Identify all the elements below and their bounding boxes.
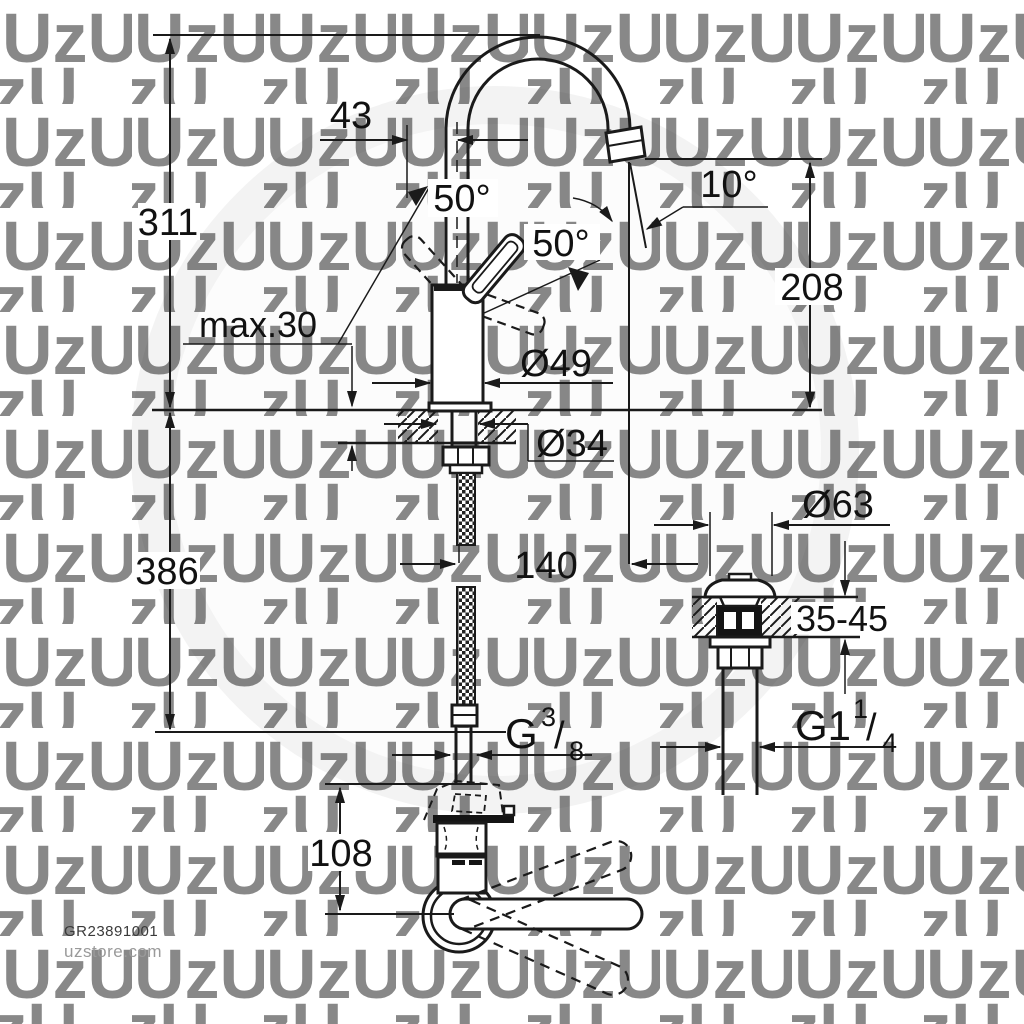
handle-solid-outline — [461, 233, 526, 305]
handle-solid-inner — [471, 240, 519, 294]
mounting-and-hose — [441, 411, 491, 783]
g114-slash: / — [866, 707, 877, 749]
aerator-seam — [607, 139, 644, 147]
dim-front-body-height: 108 — [308, 783, 486, 915]
label-bg — [791, 602, 893, 634]
dim-label-3545: 35-45 — [796, 598, 888, 639]
supply-hose-upper — [456, 472, 476, 546]
front-body-dashed-contour — [475, 826, 480, 853]
dim-deck-thickness-max: max.30 — [183, 304, 357, 471]
top-plate-lip — [502, 804, 516, 817]
dim-label-43: 43 — [330, 95, 372, 137]
label-bg — [775, 268, 847, 305]
label-bg — [428, 179, 498, 217]
dim-label-208: 208 — [780, 267, 843, 309]
main-view — [152, 35, 822, 783]
spout-aerator — [604, 125, 647, 164]
dim-label-108: 108 — [309, 833, 372, 875]
spout-outline — [444, 35, 647, 297]
lever-raised-dashed — [423, 779, 504, 821]
dim-waste-cap-diameter: Ø63 — [654, 484, 890, 576]
dim-waste-thread: G1 1 / 4 — [660, 694, 897, 758]
dim-label-386: 386 — [135, 551, 198, 593]
dim-outlet-projection: 140 — [400, 545, 698, 587]
dim-outlet-height: 208 — [645, 158, 847, 409]
counter-hatch-right — [478, 411, 516, 442]
dim-under-deck-depth: 386 — [135, 411, 506, 733]
nut-collar — [448, 463, 484, 475]
g114-denominator: 4 — [882, 728, 897, 758]
lever-raised-inner-dashed — [450, 793, 488, 814]
lever-down-outline — [448, 897, 630, 996]
dim-body-diameter: Ø49 — [372, 343, 613, 388]
dim-total-height: 311 — [138, 37, 200, 409]
angle-arrow-left — [408, 186, 428, 206]
dim-spout-angle: 10° — [645, 164, 768, 230]
leader-arrow-10 — [645, 206, 684, 230]
angle-arrow-right — [568, 267, 589, 291]
dim-deck-thickness-range: 35-45 — [791, 541, 893, 694]
dim-label-311: 311 — [138, 202, 199, 244]
waste-neck — [718, 595, 762, 608]
top-plate — [433, 815, 514, 823]
waste-nut — [716, 645, 764, 670]
label-bg — [138, 203, 200, 240]
g38-slash: / — [554, 715, 565, 757]
front-view — [421, 779, 644, 996]
waste-cap-dome — [703, 578, 777, 599]
front-body-slot — [452, 860, 465, 865]
dim-label-50-right: 50° — [532, 223, 589, 265]
waste-window — [724, 612, 736, 629]
dim-label-d63: Ø63 — [802, 484, 874, 526]
front-body-dashed-contour — [443, 826, 448, 853]
dim-label-10: 10° — [700, 164, 757, 206]
dim-label-d34: Ø34 — [536, 423, 608, 465]
dim-hole-diameter: Ø34 — [384, 419, 614, 465]
label-bg — [524, 224, 600, 260]
lever-down-dashed — [448, 897, 630, 996]
dim-hose-thread: G 3 / 8 — [392, 702, 592, 766]
handle-solid — [461, 233, 526, 305]
label-bg — [308, 834, 372, 871]
dim-label-d49: Ø49 — [520, 343, 592, 385]
angle-line-right — [481, 259, 601, 315]
spout-outer-curve — [444, 35, 632, 297]
dim-handle-swivel-right: 50° — [481, 197, 613, 315]
dim-handle-offset: 43 — [320, 95, 528, 198]
g38-prefix: G — [505, 710, 538, 757]
counter-hatch-left — [398, 411, 438, 442]
waste-hatch-left — [692, 598, 717, 636]
base-flange — [427, 401, 493, 413]
dim-handle-swivel-left: 50° — [337, 178, 498, 345]
stream-angled-line — [629, 162, 647, 249]
dim-label-max30: max.30 — [199, 304, 317, 345]
waste-body-section — [716, 605, 762, 638]
g114-prefix: G1 — [795, 702, 851, 749]
store-url: uzstore.com — [64, 942, 162, 961]
dimensions: 311 386 43 max.30 208 — [135, 34, 897, 915]
dim-label-140: 140 — [514, 545, 577, 587]
g38-denominator: 8 — [569, 736, 584, 766]
front-body-slot — [469, 860, 482, 865]
supply-hose-lower — [456, 586, 476, 706]
footer: GR23891001 uzstore.com — [64, 923, 162, 961]
waste-window — [742, 612, 754, 629]
label-bg — [136, 552, 200, 589]
dim-label-50-left: 50° — [433, 178, 490, 220]
mounting-nut — [441, 445, 491, 467]
angle-line-left — [337, 185, 431, 345]
g38-numerator: 3 — [541, 702, 556, 732]
spout-inner-curve — [466, 57, 610, 297]
g114-numerator: 1 — [853, 694, 868, 724]
angle-arc-right — [572, 197, 613, 223]
faucet-body — [427, 283, 493, 413]
product-sku: GR23891001 — [64, 923, 158, 940]
